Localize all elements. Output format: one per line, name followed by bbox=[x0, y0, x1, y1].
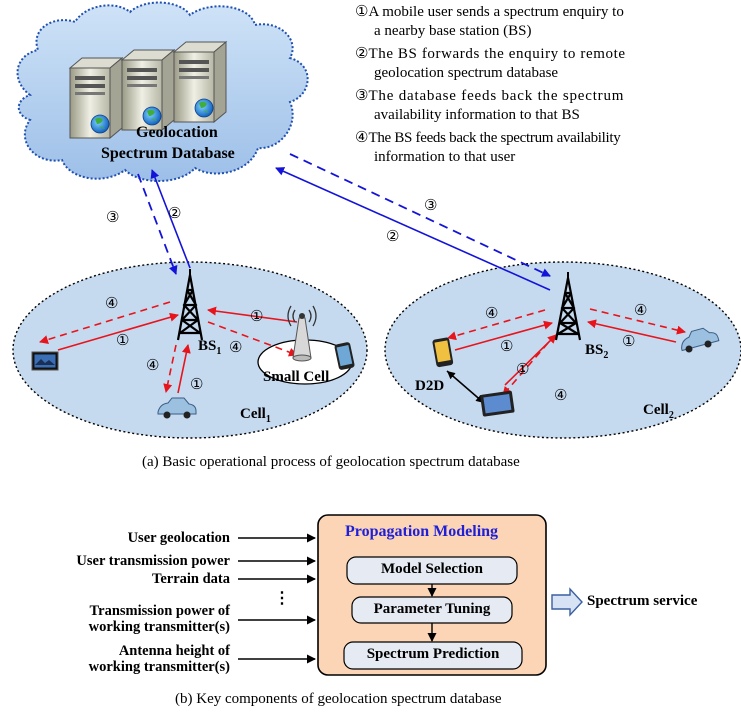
marker-4: ④ bbox=[146, 358, 159, 374]
step-4: ④The BS feeds back the spectrum availabi… bbox=[355, 130, 621, 147]
marker-1: ① bbox=[250, 309, 263, 325]
input-user-transmission-power: User transmission power bbox=[76, 553, 230, 569]
cell2-label-text: Cell bbox=[643, 402, 669, 418]
marker-1: ① bbox=[116, 333, 129, 349]
output-block-arrow bbox=[551, 587, 583, 617]
spectrum-service-label: Spectrum service bbox=[587, 593, 698, 609]
marker-1: ① bbox=[516, 362, 529, 378]
input-terrain-data: Terrain data bbox=[151, 571, 230, 587]
car-device-icon bbox=[157, 397, 197, 419]
caption-a: (a) Basic operational process of geoloca… bbox=[142, 454, 520, 470]
tablet-device-icon bbox=[480, 390, 515, 417]
bs2-label: BS2 bbox=[585, 342, 608, 361]
bs1-tower-icon bbox=[176, 269, 204, 341]
smartphone-device-icon bbox=[334, 342, 355, 370]
step-1: ①A mobile user sends a spectrum enquiry … bbox=[355, 4, 624, 21]
bs1-label-sub: 1 bbox=[216, 346, 222, 357]
d2d-link bbox=[446, 370, 485, 404]
bs2-label-text: BS bbox=[585, 342, 604, 358]
cell1-label-text: Cell bbox=[240, 406, 266, 422]
step-4-cont: information to that user bbox=[374, 149, 516, 165]
bs2-tower-icon bbox=[554, 272, 582, 341]
step-3-text: The database feeds back the spectrum bbox=[368, 88, 625, 104]
marker-4: ④ bbox=[105, 296, 118, 312]
marker-3: ③ bbox=[106, 210, 119, 226]
spectrum-prediction-box bbox=[343, 641, 523, 670]
step-3-cont: availability information to that BS bbox=[374, 107, 580, 123]
cell2-label-sub: 2 bbox=[668, 410, 674, 421]
d2d-label: D2D bbox=[415, 378, 445, 394]
cell1-label: Cell1 bbox=[240, 406, 271, 425]
step-markers: ③ ② ③ ② ④ ① ④ ① ① ④ ④ ① ① ④ ④ ① bbox=[105, 198, 647, 404]
propagation-title: Propagation Modeling bbox=[345, 523, 499, 540]
step-2-text: The BS forwards the enquiry to remote bbox=[368, 46, 626, 62]
marker-2: ② bbox=[168, 206, 181, 222]
input-antenna-height-line1: Antenna height of bbox=[118, 643, 230, 659]
spectrum-prediction-label: Spectrum Prediction bbox=[366, 646, 500, 662]
caption-b: (b) Key components of geolocation spectr… bbox=[175, 691, 502, 707]
input-antenna-height-line2: working transmitter(s) bbox=[88, 659, 230, 675]
marker-4: ④ bbox=[554, 388, 567, 404]
small-cell-label: Small Cell bbox=[263, 369, 330, 385]
marker-2: ② bbox=[386, 229, 399, 245]
step-1-number: ① bbox=[355, 4, 369, 20]
marker-1: ① bbox=[190, 377, 203, 393]
marker-4: ④ bbox=[229, 340, 242, 356]
marker-1: ① bbox=[500, 339, 513, 355]
phone-device-icon bbox=[432, 337, 454, 368]
model-selection-label: Model Selection bbox=[380, 561, 484, 577]
bs1-label-text: BS bbox=[198, 338, 217, 354]
input-transmission-power-line1: Transmission power of bbox=[89, 603, 230, 619]
step-2-cont: geolocation spectrum database bbox=[374, 65, 559, 81]
marker-4: ④ bbox=[634, 303, 647, 319]
access-links bbox=[39, 301, 686, 396]
marker-3: ③ bbox=[424, 198, 437, 214]
input-user-geolocation: User geolocation bbox=[127, 530, 230, 546]
laptop-device-icon bbox=[31, 351, 59, 371]
input-transmission-power-line2: working transmitter(s) bbox=[88, 619, 230, 635]
server-icon bbox=[120, 48, 176, 132]
input-arrows bbox=[238, 533, 316, 664]
step-2: ②The BS forwards the enquiry to remote bbox=[355, 46, 626, 63]
cell1-label-sub: 1 bbox=[265, 414, 271, 425]
bs2-label-sub: 2 bbox=[603, 350, 609, 361]
backhaul-links bbox=[137, 153, 551, 291]
database-label-line1: Geolocation bbox=[136, 124, 218, 141]
database-label-line2: Spectrum Database bbox=[101, 145, 235, 162]
car-device-icon bbox=[681, 327, 720, 353]
marker-1: ① bbox=[622, 334, 635, 350]
step-3: ③The database feeds back the spectrum bbox=[355, 88, 624, 105]
step-1-cont: a nearby base station (BS) bbox=[374, 23, 532, 39]
marker-4: ④ bbox=[485, 306, 498, 322]
step-2-number: ② bbox=[355, 46, 369, 62]
bs1-label: BS1 bbox=[198, 338, 221, 357]
step-3-number: ③ bbox=[355, 88, 369, 104]
parameter-tuning-label: Parameter Tuning bbox=[373, 601, 491, 617]
server-icon bbox=[172, 40, 228, 124]
step-4-text: The BS feeds back the spectrum availabil… bbox=[368, 130, 621, 146]
cell2-label: Cell2 bbox=[643, 402, 674, 421]
step-4-number: ④ bbox=[355, 130, 369, 146]
small-cell-antenna-icon bbox=[287, 305, 317, 362]
step-1-text: A mobile user sends a spectrum enquiry t… bbox=[368, 4, 624, 20]
server-rack-icons bbox=[68, 40, 228, 140]
input-ellipsis: ⋮ bbox=[274, 590, 290, 607]
server-icon bbox=[68, 56, 124, 140]
